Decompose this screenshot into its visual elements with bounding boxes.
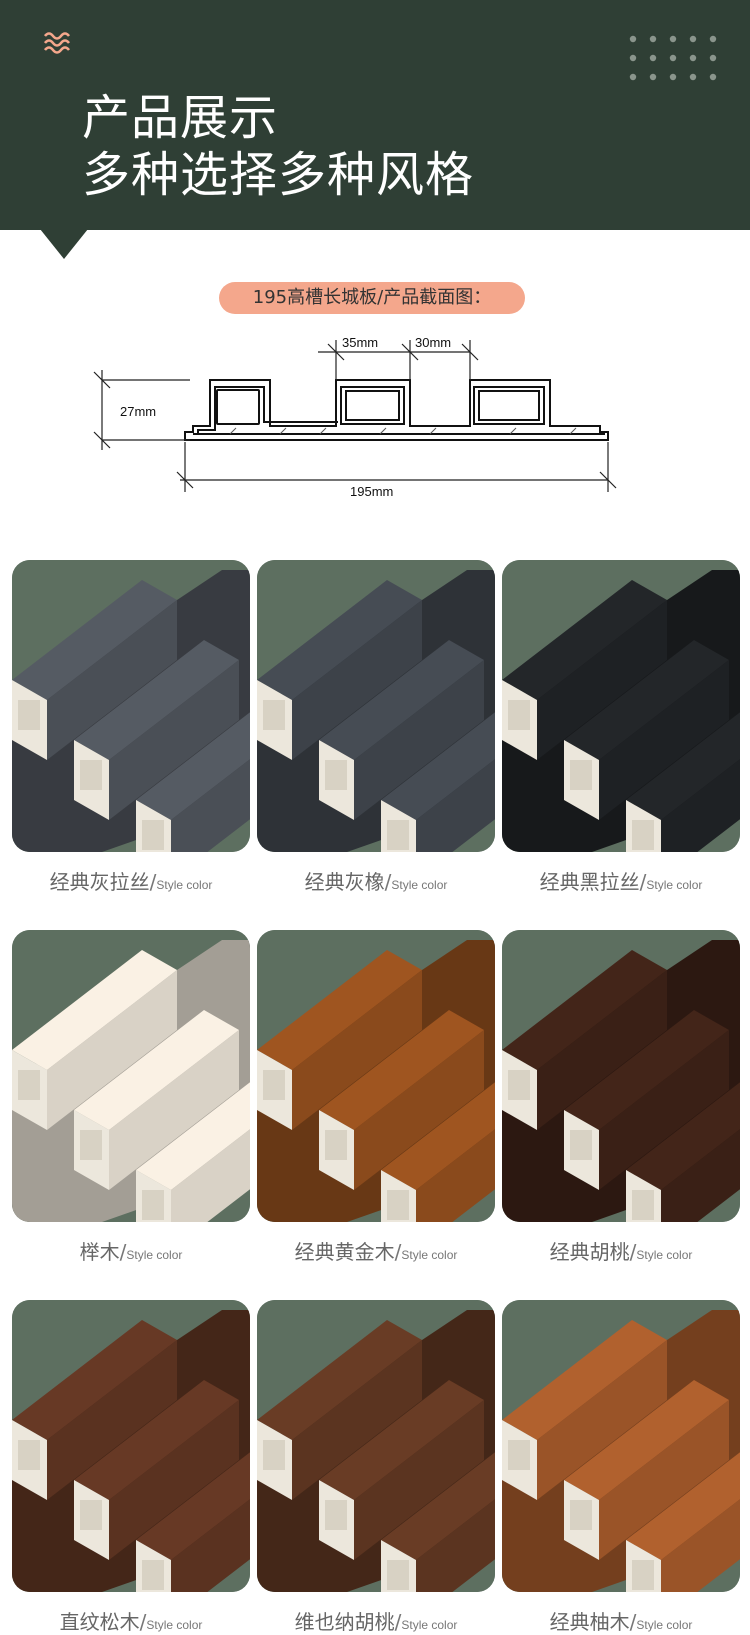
dot-grid-icon xyxy=(629,35,717,81)
dim-height: 27mm xyxy=(120,404,156,419)
caption-separator: / xyxy=(149,870,157,894)
caption-separator: / xyxy=(629,1240,637,1264)
product-caption: 经典灰拉丝/Style color xyxy=(12,866,250,895)
product-name: 经典灰橡 xyxy=(304,870,385,894)
product-image xyxy=(502,930,740,1222)
page-title: 产品展示 xyxy=(82,90,279,146)
product-name: 经典黄金木 xyxy=(294,1240,395,1264)
product-style-label: Style color xyxy=(636,1248,693,1262)
product-caption: 经典胡桃/Style color xyxy=(502,1236,740,1265)
product-card[interactable] xyxy=(12,560,250,852)
product-style-label: Style color xyxy=(126,1248,183,1262)
caption-separator: / xyxy=(119,1240,127,1264)
product-style-label: Style color xyxy=(646,878,703,892)
dim-slot-1: 35mm xyxy=(342,335,378,350)
caption-separator: / xyxy=(394,1610,402,1634)
caption-separator: / xyxy=(394,1240,402,1264)
product-style-label: Style color xyxy=(156,878,213,892)
product-image xyxy=(502,1300,740,1592)
header-banner: 产品展示 多种选择多种风格 xyxy=(0,0,750,230)
product-style-label: Style color xyxy=(146,1618,203,1632)
product-style-label: Style color xyxy=(401,1248,458,1262)
product-card[interactable] xyxy=(12,930,250,1222)
product-style-label: Style color xyxy=(636,1618,693,1632)
product-image xyxy=(12,930,250,1222)
wave-icon xyxy=(44,32,71,54)
product-card[interactable] xyxy=(502,1300,740,1592)
caption-separator: / xyxy=(139,1610,147,1634)
dim-width: 195mm xyxy=(350,484,393,499)
product-card[interactable] xyxy=(257,1300,495,1592)
product-image xyxy=(257,1300,495,1592)
product-style-label: Style color xyxy=(391,878,448,892)
caption-separator: / xyxy=(384,870,392,894)
product-image xyxy=(257,560,495,852)
header-notch xyxy=(40,229,88,259)
product-card[interactable] xyxy=(502,560,740,852)
section-label: 195高槽长城板/产品截面图： xyxy=(219,282,525,314)
product-image xyxy=(12,1300,250,1592)
product-name: 经典灰拉丝 xyxy=(49,870,150,894)
caption-separator: / xyxy=(639,870,647,894)
product-name: 榉木 xyxy=(79,1240,120,1264)
product-caption: 经典黑拉丝/Style color xyxy=(502,866,740,895)
product-name: 维也纳胡桃 xyxy=(294,1610,395,1634)
product-style-label: Style color xyxy=(401,1618,458,1632)
product-card[interactable] xyxy=(257,560,495,852)
product-name: 经典柚木 xyxy=(549,1610,630,1634)
product-caption: 榉木/Style color xyxy=(12,1236,250,1265)
product-card[interactable] xyxy=(12,1300,250,1592)
product-card[interactable] xyxy=(502,930,740,1222)
caption-separator: / xyxy=(629,1610,637,1634)
product-name: 经典黑拉丝 xyxy=(539,870,640,894)
page-subtitle: 多种选择多种风格 xyxy=(82,147,475,203)
product-name: 直纹松木 xyxy=(59,1610,140,1634)
product-image xyxy=(12,560,250,852)
product-caption: 经典柚木/Style color xyxy=(502,1606,740,1635)
product-card[interactable] xyxy=(257,930,495,1222)
product-caption: 维也纳胡桃/Style color xyxy=(257,1606,495,1635)
product-caption: 经典黄金木/Style color xyxy=(257,1236,495,1265)
cross-section-diagram: 27mm 195mm 35mm 30mm xyxy=(93,335,617,499)
product-image xyxy=(502,560,740,852)
product-caption: 经典灰橡/Style color xyxy=(257,866,495,895)
dim-slot-2: 30mm xyxy=(415,335,451,350)
product-image xyxy=(257,930,495,1222)
product-caption: 直纹松木/Style color xyxy=(12,1606,250,1635)
product-name: 经典胡桃 xyxy=(549,1240,630,1264)
